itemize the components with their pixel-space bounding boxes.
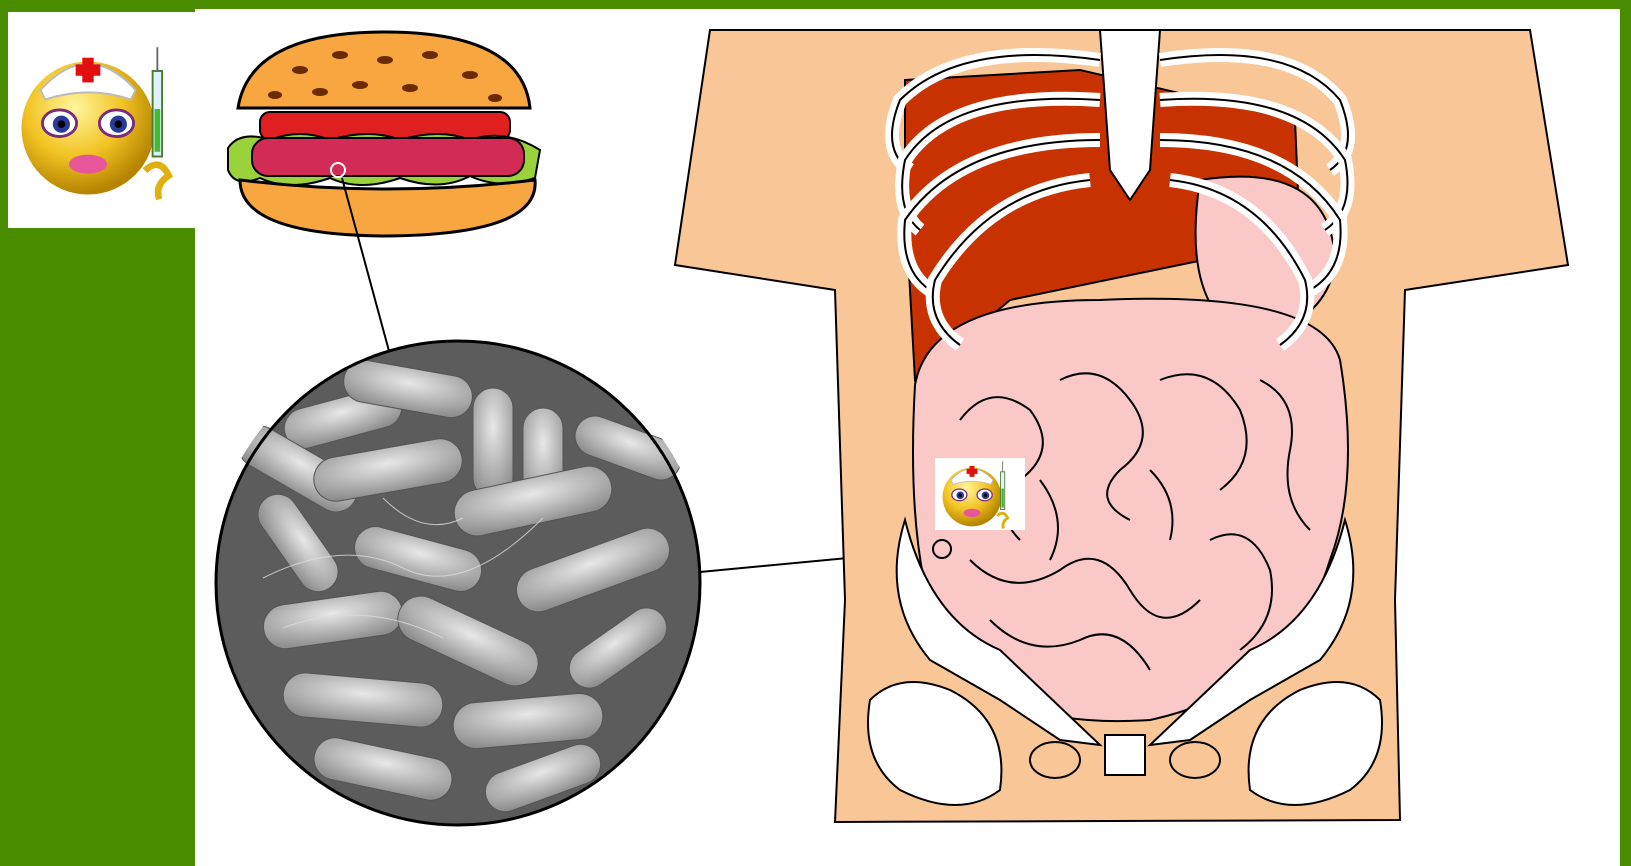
- right-frame-bar: [1620, 0, 1631, 866]
- top-frame-bar: [0, 0, 1631, 9]
- nurse-avatar-large: [8, 12, 195, 228]
- bacteria-micrograph: [216, 341, 700, 825]
- nurse-avatar-small: [935, 458, 1025, 530]
- hamburger-icon: [228, 32, 540, 236]
- torso-anatomy: [675, 30, 1568, 822]
